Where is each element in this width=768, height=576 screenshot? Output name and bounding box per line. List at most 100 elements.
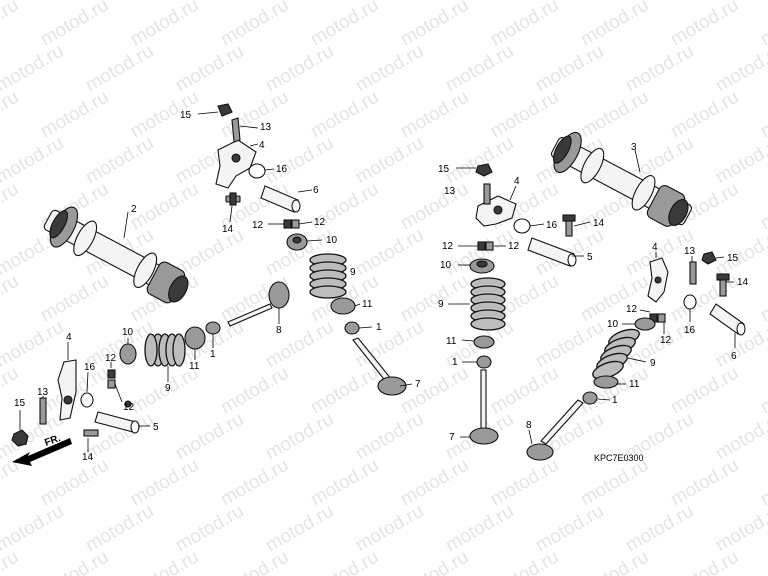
valve-right-intake bbox=[526, 399, 584, 461]
watermark-text: motod.ru bbox=[532, 317, 607, 373]
spring-right-upper bbox=[470, 277, 506, 331]
watermark-text: motod.ru bbox=[217, 455, 292, 511]
callout-11: 11 bbox=[446, 336, 457, 347]
watermark-text: motod.ru bbox=[757, 547, 768, 576]
callout-12: 12 bbox=[442, 241, 454, 252]
watermark-text: motod.ru bbox=[352, 41, 427, 97]
watermark-text: motod.ru bbox=[37, 455, 112, 511]
watermark-text: motod.ru bbox=[127, 547, 202, 576]
adjuster-lower-left bbox=[39, 397, 47, 425]
watermark-text: motod.ru bbox=[262, 133, 337, 189]
camshaft-left bbox=[43, 206, 189, 304]
watermark-text: motod.ru bbox=[37, 547, 112, 576]
callout-9: 9 bbox=[650, 358, 656, 369]
watermark-text: motod.ru bbox=[172, 409, 247, 465]
callout-1: 1 bbox=[210, 349, 216, 360]
watermark-text: motod.ru bbox=[487, 363, 562, 419]
callout-13: 13 bbox=[260, 122, 272, 133]
watermark-text: motod.ru bbox=[757, 0, 768, 50]
camshaft-right bbox=[550, 131, 693, 227]
valve-right-exhaust bbox=[469, 369, 499, 445]
watermark-text: motod.ru bbox=[577, 547, 652, 576]
callout-13: 13 bbox=[684, 246, 696, 257]
bolt-lower-left bbox=[83, 429, 99, 437]
watermark-text: motod.ru bbox=[352, 133, 427, 189]
watermark-text: motod.ru bbox=[757, 179, 768, 235]
callout-12: 12 bbox=[626, 304, 638, 315]
watermark-text: motod.ru bbox=[307, 0, 382, 50]
callout-1: 1 bbox=[452, 357, 458, 368]
watermark-text: motod.ru bbox=[37, 271, 112, 327]
watermark-text: motod.ru bbox=[397, 0, 472, 50]
watermark-text: motod.ru bbox=[757, 455, 768, 511]
callout-10: 10 bbox=[122, 327, 134, 338]
rocker-arm-right-side bbox=[647, 257, 669, 303]
spring-seat-left-lower bbox=[184, 326, 206, 350]
watermark-text: motod.ru bbox=[262, 501, 337, 557]
watermark-text: motod.ru bbox=[757, 87, 768, 143]
callout-4: 4 bbox=[259, 140, 265, 151]
washer-lower-left bbox=[80, 392, 94, 408]
watermark-text: motod.ru bbox=[712, 133, 768, 189]
watermark-text: motod.ru bbox=[0, 547, 22, 576]
bolt-top-left bbox=[225, 192, 241, 206]
spring-seat-right-lower bbox=[593, 375, 619, 389]
callout-6: 6 bbox=[313, 185, 319, 196]
watermark-text: motod.ru bbox=[127, 455, 202, 511]
callout-12: 12 bbox=[314, 217, 326, 228]
watermark-text: motod.ru bbox=[262, 41, 337, 97]
watermark-text: motod.ru bbox=[577, 87, 652, 143]
bolt-top-right bbox=[562, 214, 576, 237]
watermark-text: motod.ru bbox=[667, 455, 742, 511]
rocker-shaft-right-side bbox=[709, 303, 746, 336]
valve-left-exhaust bbox=[352, 337, 407, 396]
callout-16: 16 bbox=[276, 164, 288, 175]
stem-seal-left-lower bbox=[205, 321, 221, 335]
spring-right-lower bbox=[592, 328, 640, 380]
watermark-text: motod.ru bbox=[397, 455, 472, 511]
watermark-text: motod.ru bbox=[442, 133, 517, 189]
watermark-text: motod.ru bbox=[0, 179, 22, 235]
watermark-text: motod.ru bbox=[667, 87, 742, 143]
spring-seat-right-upper bbox=[473, 335, 495, 349]
callout-8: 8 bbox=[526, 420, 532, 431]
watermark-text: motod.ru bbox=[712, 501, 768, 557]
spring-seat-left-upper bbox=[330, 297, 356, 315]
watermark-text: motod.ru bbox=[307, 455, 382, 511]
watermark-text: motod.ru bbox=[712, 41, 768, 97]
nut-lower-left bbox=[11, 429, 29, 447]
callout-12: 12 bbox=[508, 241, 520, 252]
watermark-text: motod.ru bbox=[352, 225, 427, 281]
spring-left-upper bbox=[309, 253, 347, 299]
watermark-text: motod.ru bbox=[667, 547, 742, 576]
callout-1: 1 bbox=[376, 322, 382, 333]
stem-seal-left-upper bbox=[344, 321, 360, 335]
callout-15: 15 bbox=[180, 110, 192, 121]
watermark-text: motod.ru bbox=[577, 455, 652, 511]
callout-4: 4 bbox=[652, 242, 658, 253]
watermark-text: motod.ru bbox=[667, 363, 742, 419]
callout-9: 9 bbox=[438, 299, 444, 310]
watermark-text: motod.ru bbox=[37, 0, 112, 50]
callout-16: 16 bbox=[684, 325, 696, 336]
watermark-text: motod.ru bbox=[172, 41, 247, 97]
watermark-text: motod.ru bbox=[667, 0, 742, 50]
watermark-text: motod.ru bbox=[0, 271, 22, 327]
rocker-shaft-top-right bbox=[527, 237, 577, 267]
callout-16: 16 bbox=[84, 362, 96, 373]
watermark-text: motod.ru bbox=[622, 501, 697, 557]
watermark-text: motod.ru bbox=[127, 0, 202, 50]
watermark-text: motod.ru bbox=[37, 87, 112, 143]
callout-7: 7 bbox=[415, 379, 421, 390]
washer-top-right bbox=[513, 218, 531, 234]
rocker-shaft-lower-left bbox=[94, 400, 140, 434]
callout-13: 13 bbox=[444, 186, 456, 197]
watermark-text: motod.ru bbox=[577, 0, 652, 50]
watermark-text: motod.ru bbox=[217, 547, 292, 576]
watermark-text: motod.ru bbox=[397, 547, 472, 576]
watermark-text: motod.ru bbox=[217, 363, 292, 419]
watermark-text: motod.ru bbox=[712, 409, 768, 465]
diagram-code: KPC7E0300 bbox=[594, 453, 644, 463]
watermark-text: motod.ru bbox=[0, 0, 22, 50]
